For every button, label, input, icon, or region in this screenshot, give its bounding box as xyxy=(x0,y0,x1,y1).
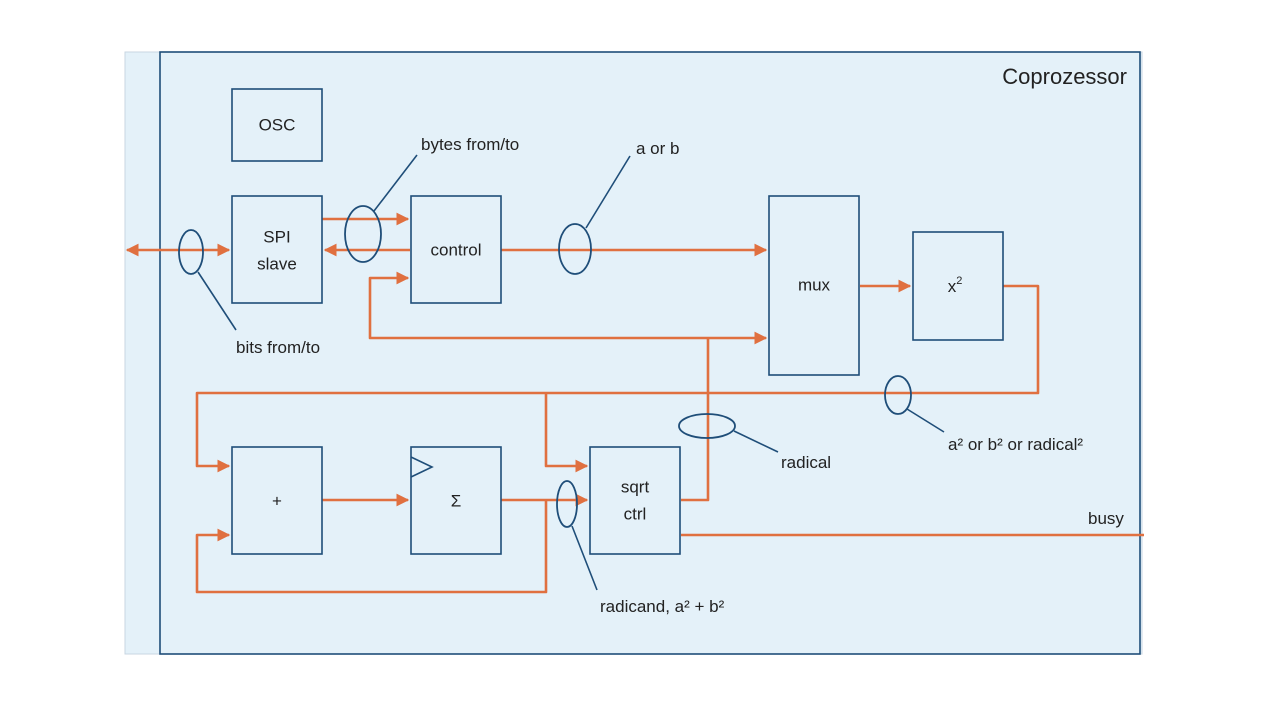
control-label: control xyxy=(430,240,481,259)
squares-label: a² or b² or radical² xyxy=(948,435,1083,454)
block-square: x2 xyxy=(912,231,1004,341)
square-exponent: 2 xyxy=(956,275,962,287)
adder-label: + xyxy=(272,491,282,510)
sqrt-box xyxy=(589,446,681,555)
wire-square-to-sqrt xyxy=(544,393,589,473)
bytes-leader xyxy=(373,154,418,212)
block-control: control xyxy=(410,195,502,304)
ab-leader xyxy=(585,155,631,229)
clock-triangle-icon xyxy=(410,456,434,478)
wire-feedback-to-control xyxy=(368,271,708,340)
bits-leader xyxy=(197,271,237,331)
squares-leader xyxy=(906,408,945,433)
square-box xyxy=(912,231,1004,341)
control-box xyxy=(410,195,502,304)
a-or-b-label: a or b xyxy=(636,139,679,158)
square-label: x2 xyxy=(948,275,963,297)
diagram-title: Coprozessor xyxy=(1002,64,1127,89)
squares-bus-ellipse xyxy=(884,375,912,415)
block-spi-slave: SPI slave xyxy=(231,195,323,304)
spi-box xyxy=(231,195,323,304)
mux-box xyxy=(768,195,860,376)
radicand-leader xyxy=(571,525,598,591)
osc-label: OSC xyxy=(259,115,296,134)
spi-label-line1: SPI xyxy=(263,227,290,246)
radicand-label: radicand, a² + b² xyxy=(600,597,725,616)
spi-label-line2: slave xyxy=(257,254,297,273)
accumulator-label: Σ xyxy=(451,491,462,510)
bits-label: bits from/to xyxy=(236,338,320,357)
bits-bus-ellipse xyxy=(178,229,204,275)
block-sqrt-ctrl: sqrt ctrl xyxy=(589,446,681,555)
sqrt-label-line2: ctrl xyxy=(624,504,647,523)
wire-acc-feedback xyxy=(195,500,548,594)
bytes-bus-ellipse xyxy=(344,205,382,263)
block-mux: mux xyxy=(768,195,860,376)
osc-box xyxy=(231,88,323,162)
bus-annotations: bits from/to bytes from/to a or b a² or … xyxy=(178,135,1124,616)
square-base: x xyxy=(948,277,957,296)
ab-bus-ellipse xyxy=(558,223,592,275)
radical-leader xyxy=(733,430,779,453)
radical-label: radical xyxy=(781,453,831,472)
mux-label: mux xyxy=(798,275,831,294)
radicand-bus-ellipse xyxy=(556,480,578,528)
sqrt-label-line1: sqrt xyxy=(621,477,650,496)
busy-label: busy xyxy=(1088,509,1124,528)
radical-bus-ellipse xyxy=(678,413,736,439)
block-accumulator: Σ xyxy=(410,446,502,555)
adder-box xyxy=(231,446,323,555)
bytes-label: bytes from/to xyxy=(421,135,519,154)
accumulator-box xyxy=(410,446,502,555)
block-adder: + xyxy=(231,446,323,555)
wires xyxy=(125,212,1144,594)
block-osc: OSC xyxy=(231,88,323,162)
wire-square-out-bus xyxy=(195,284,1040,473)
